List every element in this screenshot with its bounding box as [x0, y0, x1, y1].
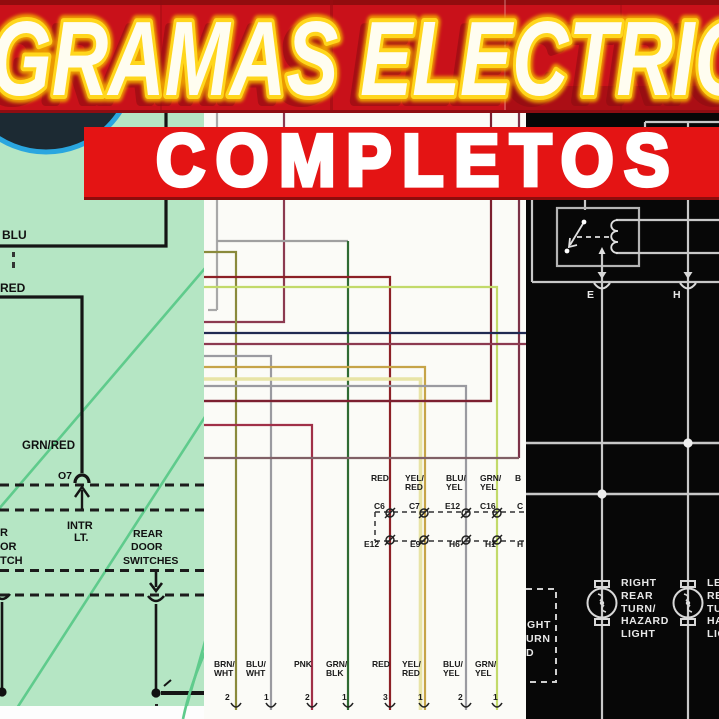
svg-text:DOOR: DOOR	[131, 541, 163, 553]
svg-text:RED: RED	[402, 668, 420, 678]
svg-text:LIGHT: LIGHT	[707, 628, 719, 640]
svg-text:E12: E12	[445, 501, 460, 511]
svg-text:H: H	[517, 539, 523, 549]
svg-text:2: 2	[225, 692, 230, 702]
svg-text:C: C	[517, 501, 523, 511]
svg-text:REAR: REAR	[707, 590, 719, 602]
svg-text:INTR: INTR	[67, 520, 93, 532]
svg-text:WHT: WHT	[214, 668, 234, 678]
svg-text:BLU: BLU	[2, 228, 27, 242]
svg-text:COMPLETOS: COMPLETOS	[156, 127, 680, 197]
svg-text:LEFT: LEFT	[707, 577, 719, 589]
svg-text:2: 2	[458, 692, 463, 702]
svg-text:C6: C6	[374, 501, 385, 511]
svg-text:SWITCHES: SWITCHES	[123, 555, 178, 567]
svg-text:1: 1	[418, 692, 423, 702]
svg-text:B: B	[515, 473, 521, 483]
svg-text:TCH: TCH	[0, 555, 23, 567]
svg-text:HAZARD: HAZARD	[707, 615, 719, 627]
svg-text:YEL: YEL	[446, 482, 463, 492]
svg-text:BLU/: BLU/	[446, 473, 466, 483]
svg-text:TURN/: TURN/	[621, 603, 656, 615]
svg-text:WHT: WHT	[246, 668, 266, 678]
svg-text:PNK: PNK	[294, 659, 313, 669]
svg-text:YEL/: YEL/	[402, 659, 422, 669]
svg-text:E9: E9	[410, 539, 421, 549]
svg-text:RED: RED	[371, 473, 389, 483]
svg-text:1: 1	[264, 692, 269, 702]
svg-text:H1: H1	[485, 539, 496, 549]
svg-text:E: E	[587, 289, 595, 301]
svg-text:BLU/: BLU/	[443, 659, 463, 669]
svg-text:BLU/: BLU/	[246, 659, 266, 669]
svg-text:REAR: REAR	[133, 528, 163, 540]
svg-text:2: 2	[305, 692, 310, 702]
svg-text:RIGHT: RIGHT	[621, 577, 657, 589]
svg-text:TURN/: TURN/	[707, 603, 719, 615]
svg-text:OR: OR	[0, 541, 17, 553]
svg-text:C7: C7	[409, 501, 420, 511]
svg-text:H: H	[673, 289, 681, 301]
svg-text:REAR: REAR	[621, 590, 653, 602]
svg-text:GRN/RED: GRN/RED	[22, 440, 75, 452]
svg-text:BLK: BLK	[326, 668, 344, 678]
svg-text:H6: H6	[449, 539, 460, 549]
svg-text:GRAMAS ELECTRIC: GRAMAS ELECTRIC	[0, 0, 719, 110]
svg-text:GRN/: GRN/	[480, 473, 502, 483]
svg-text:R: R	[0, 527, 8, 539]
svg-text:BRN/: BRN/	[214, 659, 235, 669]
svg-text:1: 1	[342, 692, 347, 702]
svg-text:YEL: YEL	[480, 482, 497, 492]
svg-text:GRAMAS ELECTRIC: GRAMAS ELECTRIC	[0, 0, 719, 110]
svg-text:YEL/: YEL/	[405, 473, 425, 483]
svg-text:RED: RED	[372, 659, 390, 669]
svg-text:GRN/: GRN/	[326, 659, 348, 669]
svg-text:1: 1	[493, 692, 498, 702]
svg-text:YEL: YEL	[443, 668, 460, 678]
svg-text:GRAMAS ELECTRIC: GRAMAS ELECTRIC	[0, 6, 719, 110]
svg-text:D: D	[526, 647, 534, 659]
svg-text:GRN/: GRN/	[475, 659, 497, 669]
svg-text:RED: RED	[405, 482, 423, 492]
svg-text:HAZARD: HAZARD	[621, 615, 669, 627]
svg-text:GHT: GHT	[527, 619, 551, 631]
svg-text:URN: URN	[526, 633, 551, 645]
svg-text:YEL: YEL	[475, 668, 492, 678]
svg-text:LIGHT: LIGHT	[621, 628, 656, 640]
svg-text:LT.: LT.	[74, 532, 88, 544]
svg-text:C16: C16	[480, 501, 496, 511]
svg-text:E12: E12	[364, 539, 379, 549]
svg-text:3: 3	[383, 692, 388, 702]
svg-text:RED: RED	[0, 281, 26, 295]
svg-text:GRAMAS ELECTRIC: GRAMAS ELECTRIC	[0, 0, 719, 110]
svg-text:O7: O7	[58, 470, 72, 482]
